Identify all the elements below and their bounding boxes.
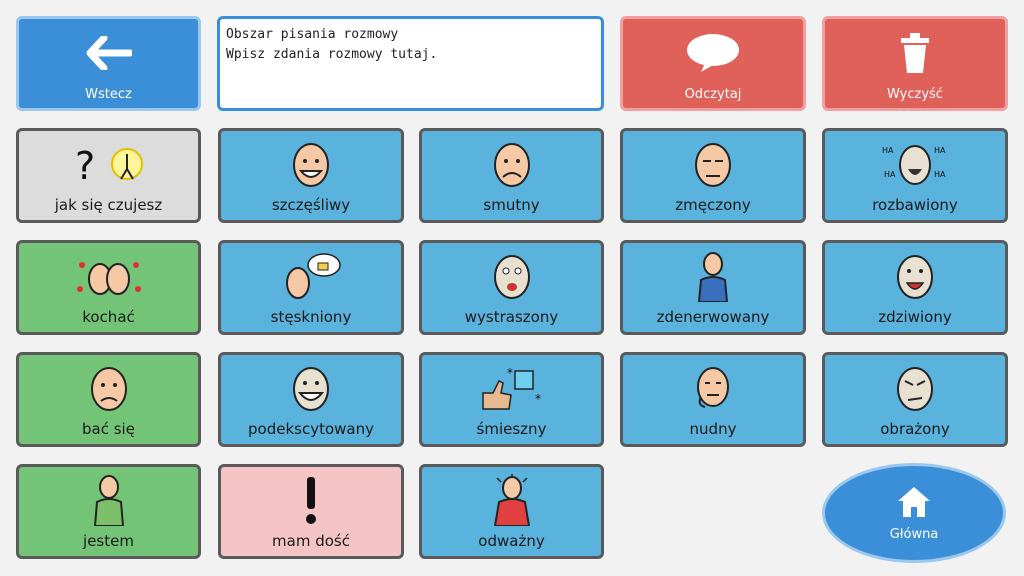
tile-label: zdziwiony	[878, 308, 952, 326]
surprised-face-icon	[897, 254, 933, 299]
tile-offended[interactable]: obrażony	[822, 352, 1008, 447]
exclamation-icon	[306, 476, 316, 524]
offended-face-icon	[897, 366, 933, 411]
home-label: Główna	[889, 526, 939, 542]
love-faces-icon	[76, 261, 141, 295]
tile-excited[interactable]: podekscytowany	[218, 352, 404, 447]
tile-label: stęskniony	[270, 308, 352, 326]
message-title: Obszar pisania rozmowy	[226, 27, 399, 42]
trash-icon	[901, 33, 929, 73]
tile-love[interactable]: kochać	[16, 240, 201, 335]
happy-face-icon	[293, 142, 329, 187]
tile-label: rozbawiony	[872, 196, 958, 214]
tile-scared[interactable]: wystraszony	[419, 240, 604, 335]
tired-face-icon	[695, 142, 731, 187]
clear-button[interactable]: Wyczyść	[822, 16, 1008, 111]
tile-surprised[interactable]: zdziwiony	[822, 240, 1008, 335]
tile-label: smutny	[483, 196, 540, 214]
home-icon	[898, 486, 930, 517]
tile-i-am[interactable]: jestem	[16, 464, 201, 559]
tile-label: wystraszony	[464, 308, 559, 326]
tile-brave[interactable]: odważny	[419, 464, 604, 559]
svg-text:*: *	[535, 392, 541, 406]
tile-longing[interactable]: stęskniony	[218, 240, 404, 335]
message-area[interactable]: Obszar pisania rozmowy Wpisz zdania rozm…	[217, 16, 604, 111]
tile-happy[interactable]: szczęśliwy	[218, 128, 404, 223]
back-button[interactable]: Wstecz	[16, 16, 201, 111]
svg-text:HA: HA	[934, 170, 946, 179]
svg-text:?: ?	[75, 144, 95, 188]
excited-face-icon	[293, 366, 329, 411]
svg-text:HA: HA	[882, 146, 894, 155]
tile-tired[interactable]: zmęczony	[620, 128, 806, 223]
tile-funny[interactable]: ** śmieszny	[419, 352, 604, 447]
tile-label: szczęśliwy	[271, 196, 351, 214]
message-hint: Wpisz zdania rozmowy tutaj.	[226, 47, 438, 62]
tile-label: obrażony	[880, 420, 950, 438]
bored-face-icon	[697, 366, 729, 408]
tile-bored[interactable]: nudny	[620, 352, 806, 447]
person-pointing-icon	[93, 474, 124, 526]
angry-person-icon	[697, 251, 729, 302]
speak-button[interactable]: Odczytaj	[620, 16, 806, 111]
scared-face-icon	[493, 254, 530, 299]
home-button[interactable]: Główna	[822, 463, 1006, 563]
sad-face-icon	[493, 142, 530, 187]
tile-sad[interactable]: smutny	[419, 128, 604, 223]
speech-bubble-icon	[687, 34, 739, 72]
tile-label: jak się czujesz	[54, 196, 163, 214]
tile-label: zdenerwowany	[656, 308, 770, 326]
svg-text:HA: HA	[884, 170, 896, 179]
speak-label: Odczytaj	[684, 87, 742, 102]
back-label: Wstecz	[85, 87, 132, 102]
tile-enough[interactable]: mam dość	[218, 464, 404, 559]
tile-label: odważny	[478, 532, 545, 550]
tile-label: podekscytowany	[248, 420, 374, 438]
tile-label: kochać	[82, 308, 135, 326]
arrow-left-icon	[86, 36, 132, 70]
question-sun-icon: ?	[75, 144, 143, 188]
svg-text:HA: HA	[934, 146, 946, 155]
clear-label: Wyczyść	[887, 87, 943, 102]
tile-label: mam dość	[272, 532, 350, 550]
tile-afraid[interactable]: bać się	[16, 352, 201, 447]
thumbs-up-cube-icon: **	[481, 366, 541, 410]
tile-how-are-you[interactable]: ? jak się czujesz	[16, 128, 201, 223]
svg-text:*: *	[507, 366, 513, 380]
tile-label: jestem	[83, 532, 134, 550]
longing-face-icon	[286, 252, 341, 299]
tile-amused[interactable]: HA HA HA HA rozbawiony	[822, 128, 1008, 223]
tile-label: nudny	[689, 420, 737, 438]
tile-label: śmieszny	[476, 420, 547, 438]
tile-label: bać się	[82, 420, 135, 438]
laughing-face-icon: HA HA HA HA	[882, 144, 946, 185]
afraid-face-icon	[90, 366, 127, 411]
tile-angry[interactable]: zdenerwowany	[620, 240, 806, 335]
tile-label: zmęczony	[675, 196, 751, 214]
brave-person-icon	[493, 473, 530, 526]
